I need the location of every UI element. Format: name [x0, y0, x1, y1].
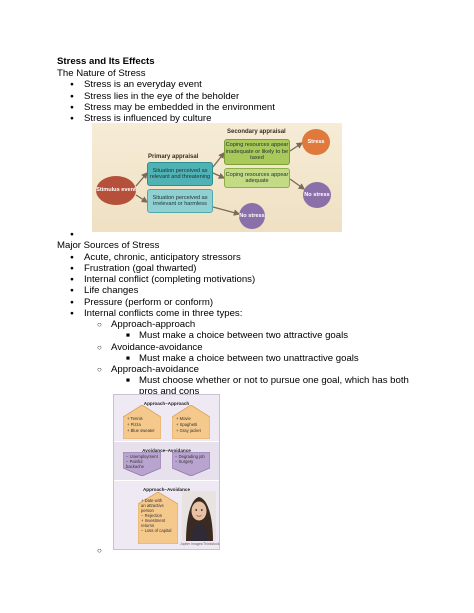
conflict-type-item: Avoidance-avoidance — [97, 342, 202, 353]
list-item: Acute, chronic, anticipatory stressors — [70, 252, 241, 263]
photo-credit: Jupiter Images/Thinkstock — [180, 542, 220, 546]
section-heading-nature: The Nature of Stress — [57, 68, 146, 79]
list-item: Pressure (perform or conform) — [70, 297, 213, 308]
list-item: Internal conflicts come in three types: — [70, 308, 242, 319]
av-left-item: − Unemployment — [126, 454, 158, 459]
conflict-detail-item: Must choose whether or not to pursue one… — [126, 375, 424, 397]
diagram-arrows — [135, 142, 306, 216]
list-item: Internal conflict (completing motivation… — [70, 274, 255, 285]
approach-approach-title: Approach–Approach — [143, 401, 190, 406]
secondary-appraisal-title: Secondary appraisal — [227, 129, 286, 135]
apav-item: − Loss of capital — [141, 528, 172, 533]
threat-box-left-icon — [123, 452, 161, 476]
apav-item: person — [141, 508, 154, 513]
apav-item: + Date with — [141, 498, 163, 503]
primary-appraisal-title: Primary appraisal — [148, 154, 199, 160]
list-item: Stress is an everyday event — [70, 79, 202, 90]
woman-photo-image — [182, 491, 216, 541]
list-item: Stress may be embedded in the environmen… — [70, 102, 275, 113]
list-item: Frustration (goal thwarted) — [70, 263, 196, 274]
page-title: Stress and Its Effects — [57, 56, 155, 67]
stimulus-event-node: Stimulus event — [96, 176, 136, 205]
mixed-goal-house-icon — [138, 492, 178, 544]
stress-outcome-node: Stress — [302, 129, 330, 155]
aa-left-item: + Pizza — [127, 422, 141, 427]
section-heading-sources: Major Sources of Stress — [57, 240, 160, 251]
irrelevant-harmless-box: Situation perceived as irrelevant or har… — [147, 189, 213, 213]
stress-appraisal-diagram: Primary appraisal Secondary appraisal St… — [92, 123, 342, 232]
list-item: Stress lies in the eye of the beholder — [70, 91, 239, 102]
coping-inadequate-box: Coping resources appear inadequate or li… — [224, 139, 290, 165]
av-right-item: − Degrading job — [175, 454, 205, 459]
goal-house-left-icon — [123, 405, 161, 439]
aa-left-item: + Tennis — [127, 416, 143, 421]
approach-avoidance-panel: Approach–Avoidance + Date with an attrac… — [114, 481, 219, 549]
no-stress-outcome-node-primary: No stress — [239, 203, 265, 229]
relevant-threatening-box: Situation perceived as relevant and thre… — [147, 162, 213, 186]
conflict-type-item: Approach-avoidance — [97, 364, 199, 375]
apav-item: + Investment — [141, 518, 166, 523]
aa-left-item: + Blue sweater — [127, 428, 155, 433]
aa-right-item: + Spaghetti — [176, 422, 198, 427]
conflict-detail-item: Must make a choice between two unattract… — [126, 353, 359, 364]
coping-adequate-box: Coping resources appear adequate — [224, 168, 290, 188]
aa-right-item: + Movie — [176, 416, 191, 421]
apav-item: returns — [141, 523, 155, 528]
av-right-item: − Surgery — [175, 459, 194, 464]
av-left-item: − Painful — [126, 459, 143, 464]
avoidance-avoidance-panel: Avoidance–Avoidance − Unemployment − Pai… — [114, 442, 219, 480]
conflict-types-figure: Approach–Approach + Tennis + Pizza + Blu… — [113, 394, 220, 550]
av-left-item: backache — [126, 464, 144, 469]
apav-item: an attractive — [141, 503, 164, 508]
list-item: Life changes — [70, 285, 139, 296]
conflict-type-item: Approach-approach — [97, 319, 195, 330]
approach-avoidance-title: Approach–Avoidance — [142, 487, 191, 492]
apav-item: − Rejection — [141, 513, 163, 518]
approach-approach-panel: Approach–Approach + Tennis + Pizza + Blu… — [114, 395, 219, 441]
conflict-detail-item: Must make a choice between two attractiv… — [126, 330, 348, 341]
threat-box-right-icon — [172, 452, 210, 476]
no-stress-outcome-node: No stress — [303, 182, 331, 208]
list-item: Stress is influenced by culture — [70, 113, 212, 124]
aa-right-item: + Gray jacket — [176, 428, 201, 433]
avoidance-avoidance-title: Avoidance–Avoidance — [142, 448, 191, 453]
goal-house-right-icon — [172, 405, 210, 439]
